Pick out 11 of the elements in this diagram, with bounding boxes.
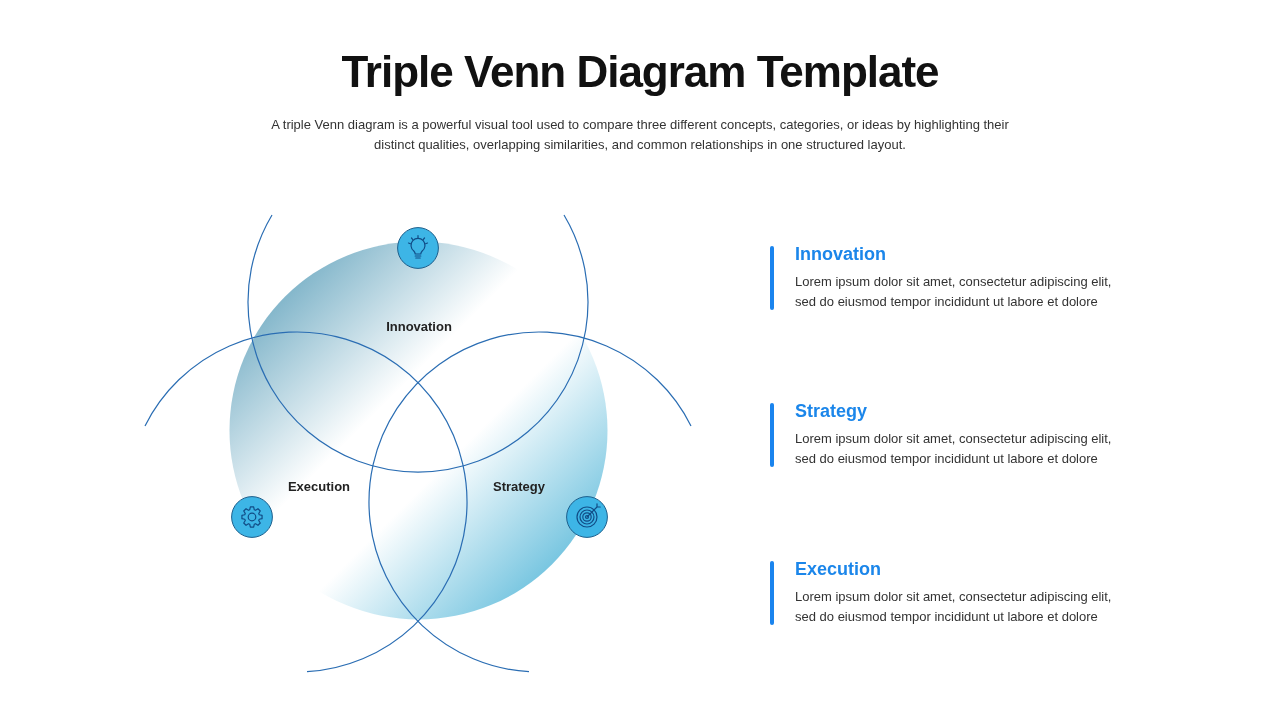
circle-label: Strategy — [493, 479, 545, 495]
description-text: Lorem ipsum dolor sit amet, consectetur adipiscing elit, sed do eiusmod tempor incididunt ut labore et dolore — [795, 430, 1113, 468]
description-text: Lorem ipsum dolor sit amet, consectetur adipiscing elit, sed do eiusmod tempor incididunt ut labore et dolore — [795, 588, 1113, 626]
section-heading: Innovation — [795, 243, 886, 265]
description-text: Lorem ipsum dolor sit amet, consectetur adipiscing elit, sed do eiusmod tempor incididunt ut labore et dolore — [795, 273, 1113, 311]
title: Triple Venn Diagram Template — [341, 47, 939, 96]
subtitle-text: A triple Venn diagram is a powerful visual tool used to compare three different concepts, categories, or ideas by highlighting their distinct qualities, overlapping similarities, and common relationships in one structured layout. — [270, 116, 1010, 154]
section-heading: Execution — [795, 558, 882, 580]
circle-label: Execution — [287, 479, 351, 495]
section-heading: Strategy — [795, 400, 868, 422]
circle-label: Innovation — [386, 319, 452, 335]
